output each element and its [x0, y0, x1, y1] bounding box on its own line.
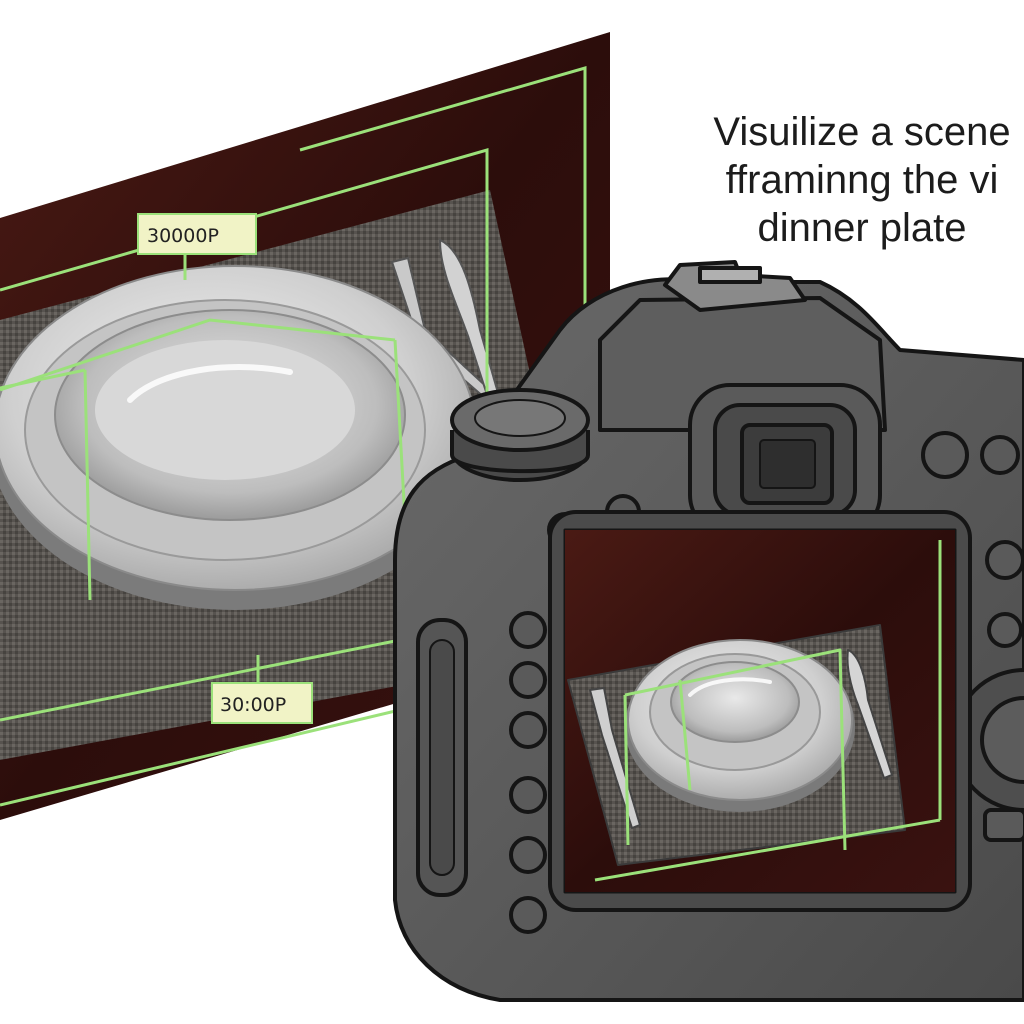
lock-switch: [983, 808, 1024, 842]
lcd-dinner-plate: [625, 639, 855, 812]
caption-line-3: dinner plate: [757, 206, 967, 250]
left-button-column: [509, 611, 547, 934]
bottom-resolution-text: 30:00P: [220, 694, 286, 716]
quick-control-button: [985, 540, 1024, 580]
mode-dial: [450, 388, 590, 482]
caption-line-2: fframinng the vi: [725, 158, 999, 202]
set-button: [987, 612, 1023, 648]
lcd-screen: [563, 528, 957, 894]
bottom-resolution-label: 30:00P: [211, 655, 313, 724]
dinner-plate-icon: [0, 265, 480, 610]
lcd-framing-guides: [594, 540, 942, 882]
top-resolution-label: 30000P: [137, 213, 257, 280]
top-resolution-text: 30000P: [147, 225, 219, 247]
caption-line-1: Visuilize a scene: [713, 110, 1011, 154]
caption-text: Visuilize a scene fframinng the vi dinne…: [700, 108, 1024, 252]
af-button: [921, 431, 969, 479]
star-button: [980, 435, 1020, 475]
camera-icon: [393, 260, 1024, 1002]
